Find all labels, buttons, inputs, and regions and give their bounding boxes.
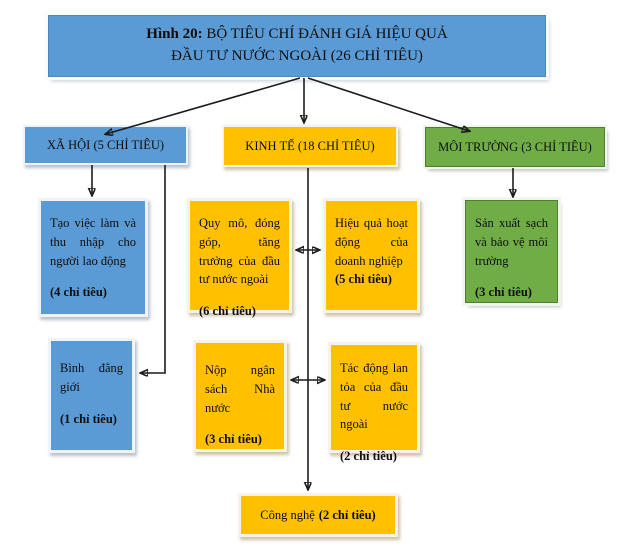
node-quy-mo: Quy mô, đóng góp, tăng trưởng của đầu tư… — [187, 198, 292, 318]
node-text: Tạo việc làm và thu nhập cho người lao đ… — [50, 216, 136, 268]
figure-title-line1: Hình 20: BỘ TIÊU CHÍ ĐÁNH GIÁ HIỆU QUẢ — [49, 24, 545, 46]
node-count: (4 chỉ tiêu) — [50, 285, 107, 300]
node-san-xuat-sach: Sản xuất sạch và bảo vệ môi trường (3 ch… — [465, 200, 558, 303]
node-text: Hiệu quả hoạt động của doanh nghiệp — [335, 216, 408, 268]
node-count: (1 chỉ tiêu) — [60, 411, 117, 426]
figure-title-box: Hình 20: BỘ TIÊU CHÍ ĐÁNH GIÁ HIỆU QUẢ Đ… — [48, 15, 546, 77]
node-tao-viec-lam: Tạo việc làm và thu nhập cho người lao đ… — [38, 198, 148, 317]
node-hieu-qua: Hiệu quả hoạt động của doanh nghiệp (5 c… — [323, 198, 420, 313]
node-count: (2 chỉ tiêu) — [340, 449, 397, 463]
header-xa-hoi: XÃ HỘI (5 CHỈ TIÊU) — [23, 125, 188, 165]
node-count: (2 chỉ tiêu) — [318, 507, 376, 522]
figure-number-label: Hình 20: — [146, 26, 203, 43]
node-text: Nộp ngân sách Nhà nước — [205, 363, 275, 415]
node-text: Bình đẳng giới — [60, 361, 123, 394]
node-text: Tác động lan tỏa của đầu tư nước ngoài — [340, 361, 408, 432]
figure-title-line2: ĐẦU TƯ NƯỚC NGOÀI (26 CHỈ TIÊU) — [171, 48, 423, 64]
figure-title-text: BỘ TIÊU CHÍ ĐÁNH GIÁ HIỆU QUẢ — [202, 26, 448, 43]
node-text: Quy mô, đóng góp, tăng trưởng của đầu tư… — [199, 216, 280, 287]
node-binh-dang-gioi: Bình đẳng giới (1 chỉ tiêu) — [48, 338, 135, 453]
node-nop-ngan-sach: Nộp ngân sách Nhà nước (3 chỉ tiêu) — [193, 340, 287, 452]
node-count: (3 chỉ tiêu) — [205, 432, 262, 447]
node-count: (5 chỉ tiêu) — [335, 272, 392, 287]
header-moi-truong: MÔI TRƯỜNG (3 CHỈ TIÊU) — [425, 127, 605, 167]
header-kinh-te: KINH TẾ (18 CHỈ TIÊU) — [222, 125, 398, 167]
node-text: Sản xuất sạch và bảo vệ môi trường — [475, 216, 548, 268]
node-tac-dong-lan-toa: Tác động lan tỏa của đầu tư nước ngoài (… — [328, 342, 420, 463]
node-text: Công nghệ — [260, 507, 315, 522]
node-cong-nghe: Công nghệ (2 chỉ tiêu) — [238, 493, 398, 537]
arrow-title-to-moi-truong — [307, 77, 469, 131]
node-count: (3 chỉ tiêu) — [475, 285, 532, 300]
node-count: (6 chỉ tiêu) — [199, 304, 256, 318]
